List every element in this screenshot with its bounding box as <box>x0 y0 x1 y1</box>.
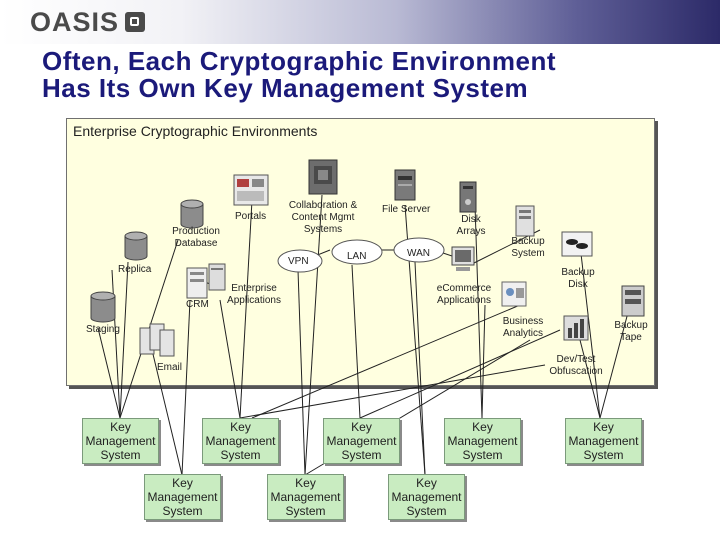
kms-2-line-3: System <box>205 448 275 462</box>
kms-5-line-1: Key <box>568 420 638 434</box>
ecommerce-applications-label-line-2: Applications <box>432 295 496 307</box>
portals-label: Portals <box>235 211 266 223</box>
kms-6-line-3: System <box>147 504 217 518</box>
backup-system-label-line-2: System <box>508 248 548 260</box>
collaboration-label-line-3: Systems <box>286 224 360 236</box>
backup-disk-label-line-1: Backup <box>558 267 598 279</box>
ecommerce-applications-label: eCommerce Applications <box>432 283 496 307</box>
kms-4-line-1: Key <box>447 420 517 434</box>
collaboration-label-line-2: Content Mgmt <box>286 212 360 224</box>
backup-tape-label-line-1: Backup <box>611 320 651 332</box>
backup-system-label-line-1: Backup <box>508 236 548 248</box>
kms-4-line-3: System <box>447 448 517 462</box>
backup-tape-label: Backup Tape <box>611 320 651 344</box>
enterprise-applications-label-line-2: Applications <box>223 295 285 307</box>
kms-1-line-2: Management <box>85 434 155 448</box>
wan-label: WAN <box>407 248 430 260</box>
production-database-label: Production Database <box>167 226 225 250</box>
kms-2-line-2: Management <box>205 434 275 448</box>
kms-3-line-2: Management <box>326 434 396 448</box>
staging-label: Staging <box>86 324 120 336</box>
business-analytics-label-line-1: Business <box>497 316 549 328</box>
portals-icon <box>232 173 270 209</box>
backup-disk-label: Backup Disk <box>558 267 598 291</box>
kms-8-line-2: Management <box>391 490 461 504</box>
backup-disk-label-line-2: Disk <box>558 279 598 291</box>
collaboration-label-line-1: Collaboration & <box>286 200 360 212</box>
collaboration-label: Collaboration & Content Mgmt Systems <box>286 200 360 236</box>
kms-3-line-1: Key <box>326 420 396 434</box>
vpn-label: VPN <box>288 256 309 268</box>
collaboration-server-icon <box>306 158 340 198</box>
kms-7-line-2: Management <box>270 490 340 504</box>
backup-disk-icon <box>560 228 596 260</box>
kms-7-line-1: Key <box>270 476 340 490</box>
business-analytics-label-line-2: Analytics <box>497 328 549 340</box>
file-server-label: File Server <box>382 204 430 216</box>
production-database-label-line-2: Database <box>167 238 225 250</box>
crm-label: CRM <box>186 299 209 311</box>
email-label: Email <box>157 362 182 374</box>
kms-8-line-3: System <box>391 504 461 518</box>
ecommerce-applications-label-line-1: eCommerce <box>432 283 496 295</box>
file-server-icon <box>392 168 418 202</box>
kms-1-line-1: Key <box>85 420 155 434</box>
disk-arrays-icon <box>456 180 480 214</box>
backup-system-label: Backup System <box>508 236 548 260</box>
backup-tape-label-line-2: Tape <box>611 332 651 344</box>
kms-6-line-1: Key <box>147 476 217 490</box>
email-servers-icon <box>138 322 178 358</box>
staging-database-icon <box>88 290 118 324</box>
ecommerce-icon <box>500 280 528 310</box>
replica-database-icon <box>122 230 150 262</box>
enterprise-applications-label: Enterprise Applications <box>223 283 285 307</box>
wan-workstation-icon <box>450 243 476 275</box>
business-analytics-label: Business Analytics <box>497 316 549 340</box>
kms-5-line-3: System <box>568 448 638 462</box>
kms-2-line-1: Key <box>205 420 275 434</box>
kms-7-line-3: System <box>270 504 340 518</box>
kms-5-line-2: Management <box>568 434 638 448</box>
kms-6-line-2: Management <box>147 490 217 504</box>
enterprise-applications-label-line-1: Enterprise <box>223 283 285 295</box>
kms-8-line-1: Key <box>391 476 461 490</box>
devtest-obfuscation-label-line-2: Obfuscation <box>544 366 608 378</box>
devtest-obfuscation-label: Dev/Test Obfuscation <box>544 354 608 378</box>
production-database-label-line-1: Production <box>167 226 225 238</box>
disk-arrays-label: Disk Arrays <box>453 214 489 238</box>
crm-icon <box>185 266 209 300</box>
replica-label: Replica <box>118 264 151 276</box>
kms-3-line-3: System <box>326 448 396 462</box>
kms-4-line-2: Management <box>447 434 517 448</box>
disk-arrays-label-line-1: Disk <box>453 214 489 226</box>
disk-arrays-label-line-2: Arrays <box>453 226 489 238</box>
business-analytics-icon <box>562 314 590 344</box>
devtest-obfuscation-label-line-1: Dev/Test <box>544 354 608 366</box>
lan-label: LAN <box>347 251 366 263</box>
backup-tape-icon <box>620 284 646 318</box>
backup-system-icon <box>512 204 538 238</box>
kms-1-line-3: System <box>85 448 155 462</box>
